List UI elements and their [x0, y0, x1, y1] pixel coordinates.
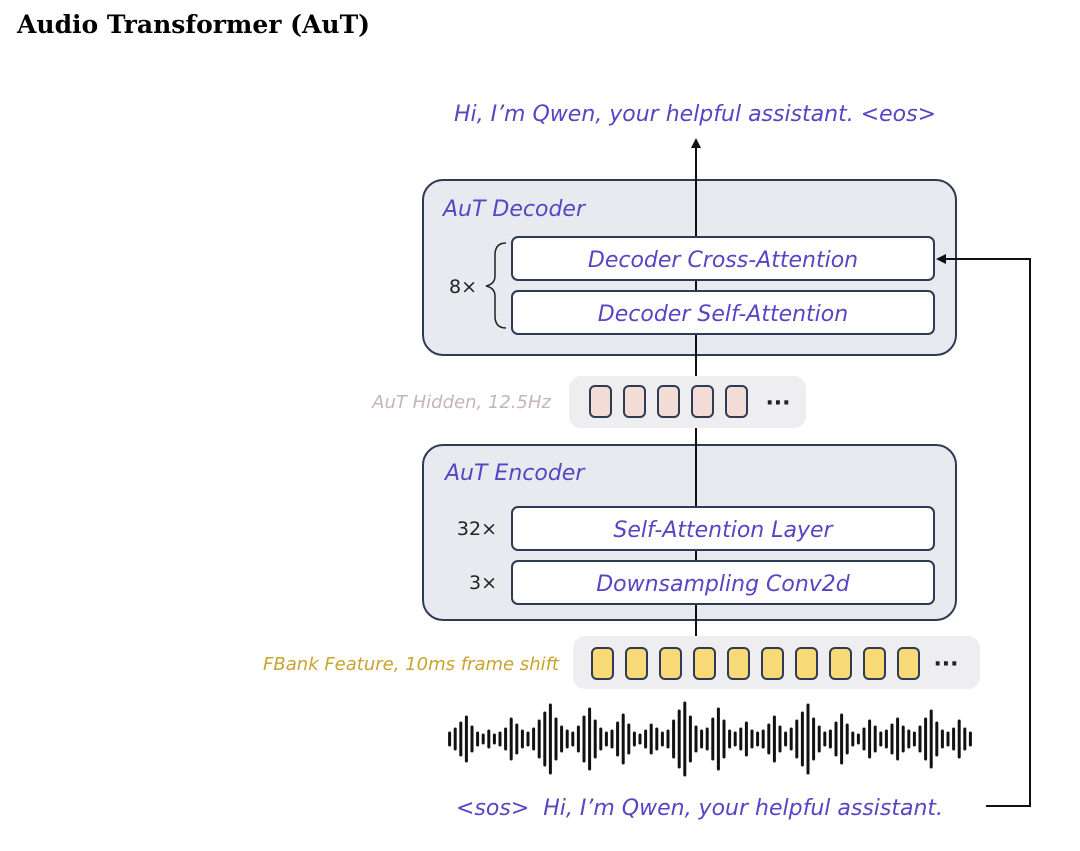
hidden-token: [725, 385, 748, 418]
fbank-token: [761, 647, 784, 680]
downsampling-conv2d-repeat: 3×: [469, 572, 497, 594]
encoder-title: AuT Encoder: [443, 461, 586, 486]
hidden-token: [623, 385, 646, 418]
fbank-token: [693, 647, 716, 680]
hidden-tokens: [589, 385, 748, 418]
hidden-ellipsis: ···: [765, 391, 790, 416]
fbank-token: [591, 647, 614, 680]
fbank-label: FBank Feature, 10ms frame shift: [263, 654, 560, 675]
decoder-repeat-label: 8×: [449, 276, 477, 298]
audio-waveform-icon: [448, 701, 972, 777]
feedback-arrow: [936, 254, 1031, 807]
hidden-token: [589, 385, 612, 418]
decoder-title: AuT Decoder: [441, 197, 587, 222]
page-title: Audio Transformer (AuT): [17, 10, 371, 39]
decoder-self-attention-label: Decoder Self-Attention: [598, 302, 848, 327]
decoder-cross-attention-box: [511, 236, 935, 281]
decoder-self-attention-box: [511, 290, 935, 335]
self-attention-repeat: 32×: [457, 518, 497, 540]
self-attention-layer-label: Self-Attention Layer: [613, 518, 834, 543]
downsampling-conv2d-box: [511, 560, 935, 605]
fbank-token: [659, 647, 682, 680]
fbank-token: [829, 647, 852, 680]
fbank-token: [727, 647, 750, 680]
output-text: Hi, I’m Qwen, your helpful assistant. <e…: [454, 102, 936, 127]
input-text: <sos> Hi, I’m Qwen, your helpful assista…: [456, 796, 943, 821]
fbank-token: [863, 647, 886, 680]
fbank-token: [897, 647, 920, 680]
decoder-cross-attention-label: Decoder Cross-Attention: [588, 248, 858, 273]
fbank-ellipsis: ···: [933, 652, 958, 677]
hidden-token: [691, 385, 714, 418]
hidden-label: AuT Hidden, 12.5Hz: [371, 392, 551, 413]
fbank-token: [625, 647, 648, 680]
downsampling-conv2d-label: Downsampling Conv2d: [596, 572, 851, 597]
fbank-token: [795, 647, 818, 680]
hidden-token: [657, 385, 680, 418]
fbank-tokens: [591, 647, 920, 680]
decoder-repeat-brace: [485, 242, 507, 329]
self-attention-layer-box: [511, 506, 935, 551]
